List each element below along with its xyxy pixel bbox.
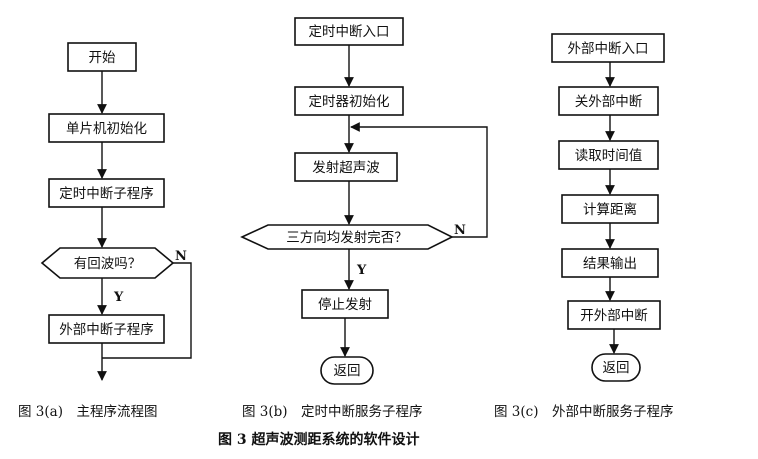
caption-c: 图 3(c) 外部中断服务子程序 [494, 404, 673, 420]
caption-a: 图 3(a) 主程序流程图 [18, 404, 157, 420]
mcu-init-node [48, 113, 165, 143]
open-ext-int-label: 开外部中断 [580, 308, 648, 324]
no-mark-a: N [175, 249, 187, 264]
yes-mark-a: Y [113, 290, 124, 305]
figure-caption: 图 3 超声波测距系统的软件设计 [218, 431, 420, 448]
timer-subroutine-label: 定时中断子程序 [59, 186, 154, 202]
open-ext-int-node [567, 300, 661, 330]
timer-entry-label: 定时中断入口 [309, 24, 390, 40]
return-label-c: 返回 [603, 360, 630, 376]
ext-subroutine-node [48, 314, 165, 344]
calc-distance-node [561, 194, 659, 224]
result-output-node [561, 248, 659, 278]
ext-entry-node [551, 33, 665, 63]
read-time-node [558, 140, 659, 170]
no-loop-line-b [350, 122, 488, 238]
return-node-c [591, 353, 641, 382]
return-node-b [320, 356, 374, 385]
ext-subroutine-label: 外部中断子程序 [59, 322, 154, 338]
echo-decision-label: 有回波吗？ [74, 256, 142, 272]
timer-init-node [294, 86, 404, 116]
read-time-label: 读取时间值 [575, 148, 643, 164]
return-label-b: 返回 [334, 363, 361, 379]
no-mark-b: N [454, 223, 466, 238]
timer-subroutine-node [48, 178, 165, 208]
result-output-label: 结果输出 [583, 256, 637, 272]
no-branch-line-a [102, 262, 192, 359]
close-ext-int-label: 关外部中断 [575, 94, 643, 110]
flowchart-b: 定时中断入口 定时器初始化 发射超声波 三方向均发射完否？ N Y 停止发射 返… [240, 17, 488, 385]
emit-done-decision-label: 三方向均发射完否？ [286, 230, 408, 246]
mcu-init-label: 单片机初始化 [66, 120, 147, 137]
emit-ultrasound-label: 发射超声波 [312, 160, 380, 176]
ext-entry-label: 外部中断入口 [568, 41, 649, 57]
calc-distance-label: 计算距离 [583, 201, 637, 218]
timer-init-label: 定时器初始化 [309, 93, 390, 110]
emit-ultrasound-node [294, 152, 398, 182]
stop-emit-node [301, 289, 389, 319]
stop-emit-label: 停止发射 [318, 296, 372, 313]
flowchart-c: 外部中断入口 关外部中断 读取时间值 计算距离 结果输出 开外部中断 返回 [551, 33, 665, 382]
close-ext-int-node [558, 86, 659, 116]
start-label: 开始 [89, 50, 116, 66]
caption-b: 图 3(b) 定时中断服务子程序 [242, 404, 423, 420]
flowchart-a: 开始 单片机初始化 定时中断子程序 有回波吗？ Y 外部中断子程序 N [40, 42, 192, 381]
yes-mark-b: Y [356, 263, 367, 278]
